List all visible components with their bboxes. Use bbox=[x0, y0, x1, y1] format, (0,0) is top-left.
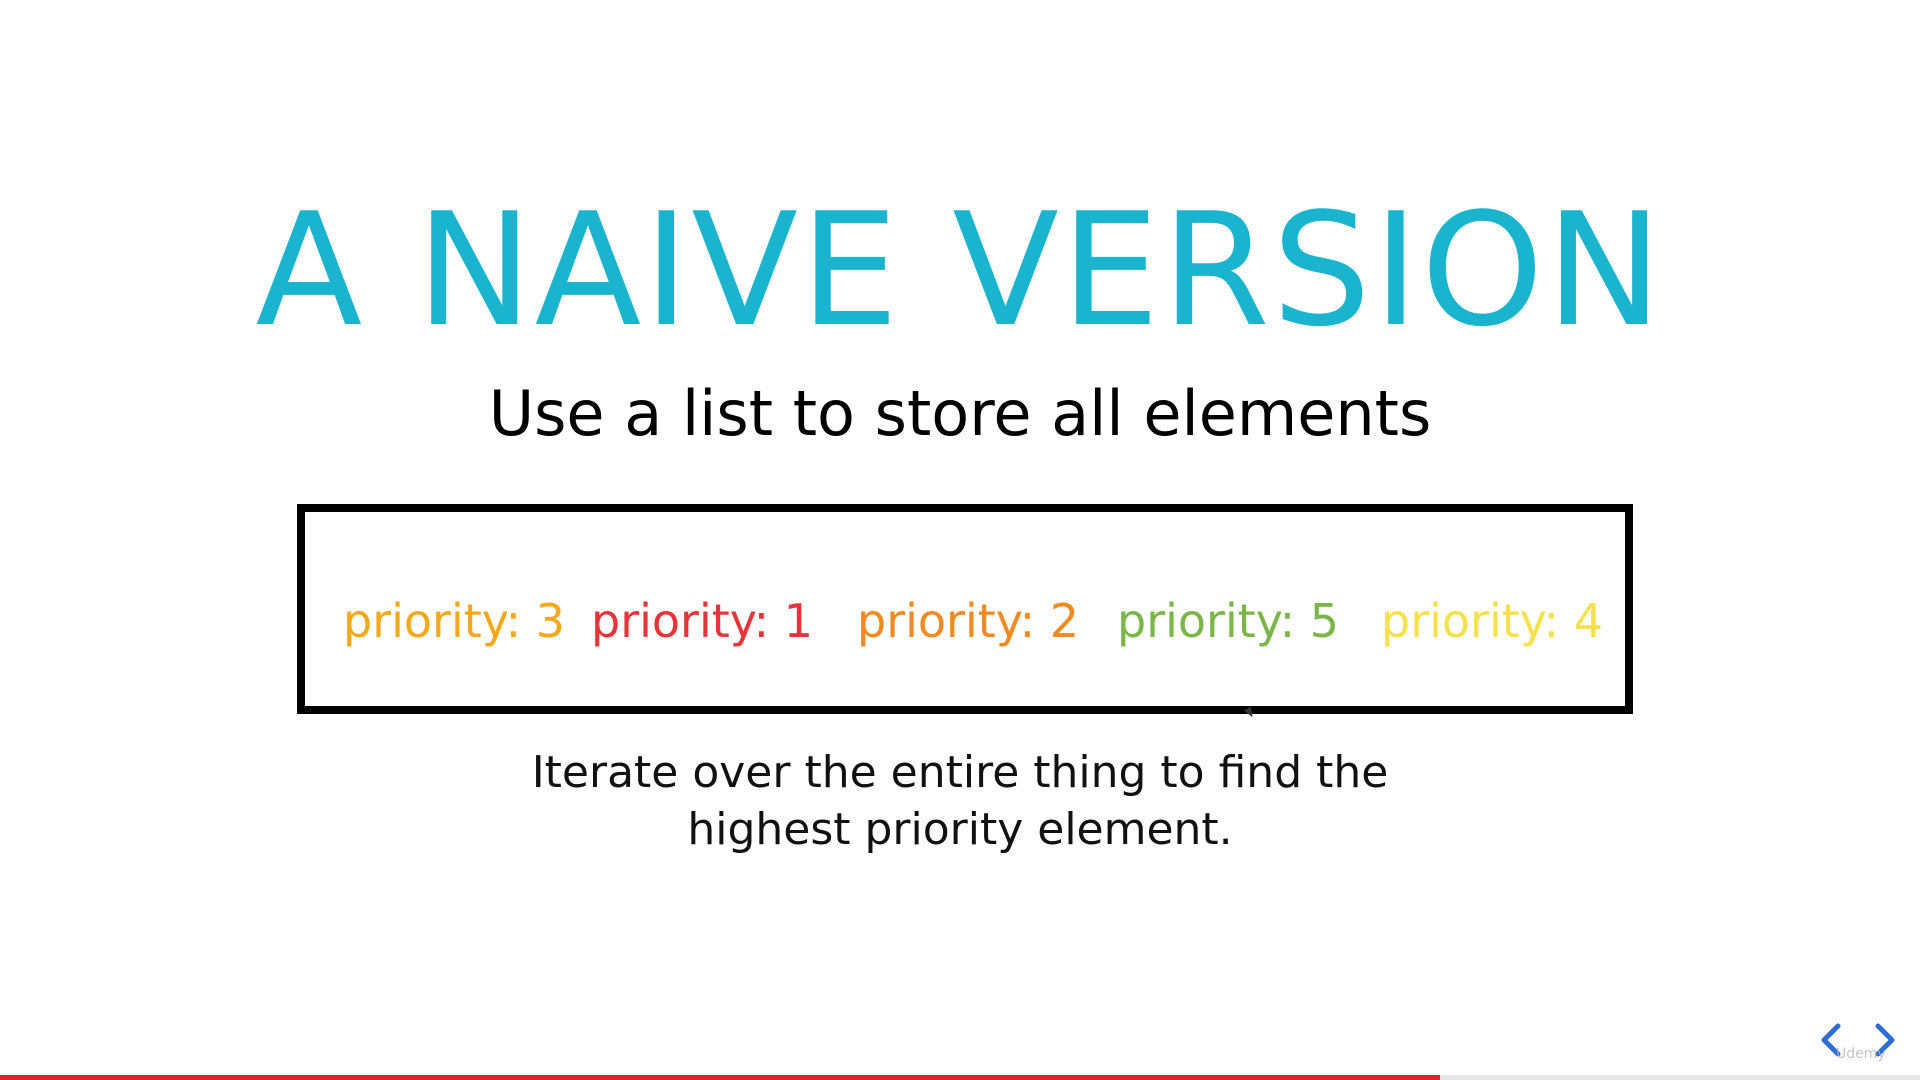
list-item-priority-2: priority: 2 bbox=[857, 594, 1080, 648]
slide-caption: Iterate over the entire thing to find th… bbox=[0, 744, 1920, 858]
caption-line-2: highest priority element. bbox=[687, 804, 1233, 855]
list-item-priority-1: priority: 1 bbox=[591, 594, 814, 648]
list-item-priority-5: priority: 5 bbox=[1117, 594, 1340, 648]
caption-line-1: Iterate over the entire thing to find th… bbox=[531, 747, 1389, 798]
next-slide-button[interactable] bbox=[1868, 1020, 1902, 1060]
slide-title: A NAIVE VERSION bbox=[255, 179, 1665, 361]
video-progress-bar[interactable] bbox=[0, 1075, 1920, 1080]
list-item-priority-4: priority: 4 bbox=[1381, 594, 1604, 648]
list-box: priority: 3 priority: 1 priority: 2 prio… bbox=[297, 504, 1633, 714]
list-item-priority-3: priority: 3 bbox=[343, 594, 566, 648]
slide-subtitle: Use a list to store all elements bbox=[488, 377, 1432, 450]
chevron-left-icon bbox=[1821, 1023, 1841, 1057]
previous-slide-button[interactable] bbox=[1814, 1020, 1848, 1060]
udemy-watermark: Udemy bbox=[1836, 1046, 1886, 1062]
video-progress-fill bbox=[0, 1075, 1440, 1080]
chevron-right-icon bbox=[1875, 1023, 1895, 1057]
